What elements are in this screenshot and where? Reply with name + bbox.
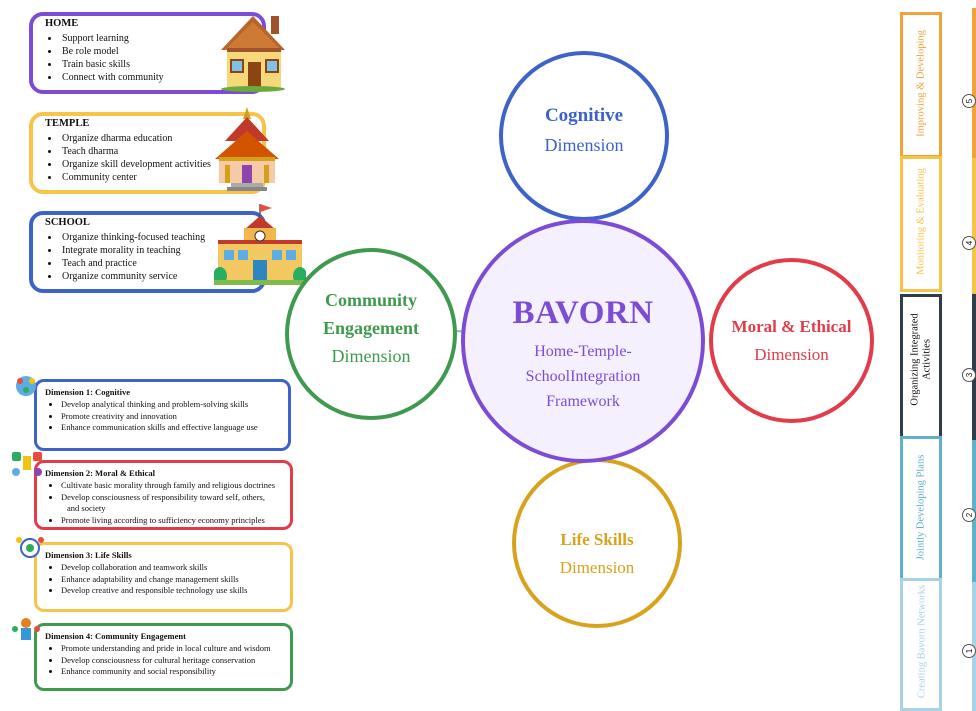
house-icon [221, 16, 285, 92]
dimension-2-list: Cultivate basic morality through family … [47, 480, 275, 526]
school-title: SCHOOL [45, 217, 90, 228]
dimension-4-list: Promote understanding and pride in local… [47, 643, 271, 678]
community-title-2: Engagement [323, 318, 419, 338]
list-item: Support learning [60, 32, 164, 45]
list-item: Develop collaboration and teamwork skill… [61, 562, 247, 574]
life-skills-icon [16, 537, 44, 558]
list-item: Be role model [60, 45, 164, 58]
list-item: and society [67, 503, 106, 513]
list-item: Community center [60, 171, 211, 184]
list-item: Promote understanding and pride in local… [61, 643, 271, 655]
dimension-1-box: Dimension 1: Cognitive Develop analytica… [34, 379, 291, 451]
community-circle: Community Engagement Dimension [285, 248, 457, 420]
home-title: HOME [45, 18, 79, 29]
school-icon [214, 204, 306, 285]
list-item: Organize community service [60, 270, 205, 283]
process-step-4-label: Monitoring & Evaluating [915, 168, 927, 275]
community-subtitle: Dimension [331, 346, 411, 366]
process-track-4 [972, 158, 976, 294]
dimension-4-title: Dimension 4: Community Engagement [45, 631, 186, 641]
dimension-3-list: Develop collaboration and teamwork skill… [47, 562, 247, 597]
process-step-5 [900, 12, 942, 158]
process-step-5-label: Improving & Developing [915, 30, 927, 137]
process-number-3: 3 [962, 368, 976, 382]
moral-circle: Moral & Ethical Dimension [709, 258, 874, 423]
process-step-2 [900, 436, 942, 582]
temple-list: Organize dharma education Teach dharma O… [43, 132, 211, 184]
dimension-1-title: Dimension 1: Cognitive [45, 387, 130, 397]
home-box: HOME Support learning Be role model Trai… [29, 12, 266, 94]
bavorn-title: BAVORN [512, 295, 654, 331]
brain-icon [16, 376, 36, 396]
process-number-1: 1 [962, 644, 976, 658]
lifeskills-title: Life Skills [560, 530, 634, 549]
list-item: Enhance communication skills and effecti… [61, 422, 258, 434]
school-list: Organize thinking-focused teaching Integ… [43, 231, 205, 283]
list-item: Cultivate basic morality through family … [61, 480, 275, 492]
list-item: Develop consciousness of responsibility … [61, 492, 275, 504]
list-item: Develop creative and responsible technol… [61, 585, 247, 597]
list-item: Teach dharma [60, 145, 211, 158]
process-step-3 [900, 294, 942, 440]
community-icon [12, 618, 40, 640]
dimension-2-title: Dimension 2: Moral & Ethical [45, 468, 156, 478]
process-number-4: 4 [962, 236, 976, 250]
cognitive-circle: Cognitive Dimension [499, 51, 669, 221]
list-item: Develop consciousness for cultural herit… [61, 655, 271, 667]
lifeskills-circle: Life Skills Dimension [512, 458, 682, 628]
lifeskills-subtitle: Dimension [559, 558, 635, 577]
process-column: Improving & Developing Monitoring & Eval… [900, 8, 976, 711]
cognitive-title: Cognitive [544, 105, 624, 126]
process-number-5: 5 [962, 94, 976, 108]
dimension-3-box: Dimension 3: Life Skills Develop collabo… [34, 542, 293, 612]
process-step-2-label: Jointly Developing Plans [915, 454, 927, 561]
list-item: Train basic skills [60, 58, 164, 71]
bavorn-line-3: Framework [546, 393, 620, 410]
list-item: Enhance community and social responsibil… [61, 666, 271, 678]
dimension-1-list: Develop analytical thinking and problem-… [47, 399, 258, 434]
list-item: Promote living according to sufficiency … [61, 515, 275, 527]
temple-title: TEMPLE [45, 118, 90, 129]
list-item: Promote creativity and innovation [61, 411, 258, 423]
bavorn-line-2: SchoolIntegration [525, 368, 641, 385]
moral-title: Moral & Ethical [731, 317, 852, 336]
ethics-icon [12, 452, 42, 476]
list-item: Organize dharma education [60, 132, 211, 145]
bavorn-line-1: Home-Temple- [534, 343, 632, 360]
bavorn-center-circle: BAVORN Home-Temple- SchoolIntegration Fr… [461, 219, 705, 463]
process-step-3-label-2: Activities [921, 339, 933, 380]
list-item: Enhance adaptability and change manageme… [61, 574, 247, 586]
cognitive-subtitle: Dimension [544, 135, 624, 155]
process-number-2: 2 [962, 508, 976, 522]
dimension-3-title: Dimension 3: Life Skills [45, 550, 132, 560]
list-item: Teach and practice [60, 257, 205, 270]
list-item: Connect with community [60, 71, 164, 84]
process-step-4 [900, 156, 942, 292]
temple-icon [215, 107, 279, 191]
list-item: Organize skill development activities [60, 158, 211, 171]
dimension-2-box: Dimension 2: Moral & Ethical Cultivate b… [34, 460, 293, 530]
process-step-1 [900, 578, 942, 711]
home-list: Support learning Be role model Train bas… [43, 32, 164, 84]
process-step-1-label: Creating Bavorn Networks [916, 584, 928, 699]
dimension-4-box: Dimension 4: Community Engagement Promot… [34, 623, 293, 691]
community-title-1: Community [324, 290, 417, 310]
moral-subtitle: Dimension [754, 345, 829, 364]
list-item: Integrate morality in teaching [60, 244, 205, 257]
list-item: Organize thinking-focused teaching [60, 231, 205, 244]
process-track-5 [972, 8, 976, 158]
process-step-3-label-1: Organizing Integrated [909, 313, 921, 406]
process-track-3 [972, 294, 976, 440]
list-item: Develop analytical thinking and problem-… [61, 399, 258, 411]
